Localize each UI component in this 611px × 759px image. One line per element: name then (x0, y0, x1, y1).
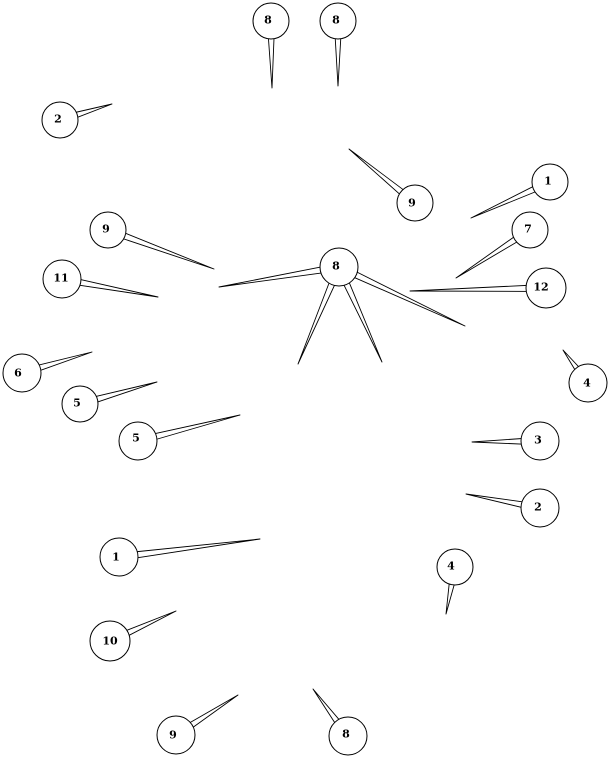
callout-bubble (118, 421, 158, 461)
callout-label: 9 (408, 197, 416, 210)
callout-bubble (89, 620, 131, 662)
callout-label: 9 (169, 729, 177, 742)
callout-pointer (128, 538, 261, 560)
callout-bubble (41, 101, 79, 139)
callout-label: 8 (332, 260, 340, 273)
callout-label: 11 (53, 272, 68, 285)
pointers-layer (30, 30, 585, 733)
callout-pointer (346, 268, 466, 327)
callout-pointer (348, 148, 410, 200)
callout-label: 10 (102, 635, 118, 648)
callout-label: 2 (534, 501, 542, 514)
callout-label: 9 (102, 223, 110, 236)
callout-bubble (525, 267, 567, 309)
callout-label: 4 (447, 560, 455, 573)
callout-bubble (531, 163, 569, 201)
callout-bubble (89, 211, 127, 249)
callout-pointer (88, 381, 158, 405)
callout-bubble (2, 353, 42, 393)
callout-pointer (297, 274, 339, 365)
callout-label: 4 (583, 377, 591, 390)
callout-label: 8 (332, 14, 340, 27)
callout-pointer (218, 265, 330, 288)
callout-label: 1 (112, 551, 120, 564)
callout-bubble (568, 363, 608, 403)
callout-label: 5 (132, 432, 140, 445)
callout-label: 8 (342, 728, 350, 741)
callout-label: 5 (73, 397, 81, 410)
callout-pointer (146, 414, 241, 442)
callout-bubble (252, 2, 290, 40)
callout-label: 1 (544, 175, 552, 188)
callout-label: 2 (54, 113, 62, 126)
callout-label: 7 (524, 223, 532, 236)
callout-bubble (396, 184, 434, 222)
callout-bubble (328, 716, 368, 756)
callout-bubble (99, 537, 139, 577)
callout-bubble (42, 259, 82, 299)
callout-bubble (156, 715, 196, 755)
callout-bubble (520, 488, 560, 528)
callout-pointer (339, 274, 383, 363)
callout-bubble (520, 421, 560, 461)
callout-pointer (455, 232, 524, 279)
center-bubble (319, 247, 359, 287)
callout-pointer (409, 284, 536, 292)
callout-pointer (115, 229, 215, 270)
callout-label: 12 (533, 281, 548, 294)
callout-label: 6 (14, 367, 22, 380)
callout-bubble (319, 2, 357, 40)
callout-pointer (71, 277, 159, 298)
callout-label: 8 (264, 14, 272, 27)
callout-bubble (436, 548, 474, 586)
callout-bubble (511, 211, 549, 249)
callout-label: 3 (534, 434, 542, 447)
callout-bubble (61, 385, 99, 423)
